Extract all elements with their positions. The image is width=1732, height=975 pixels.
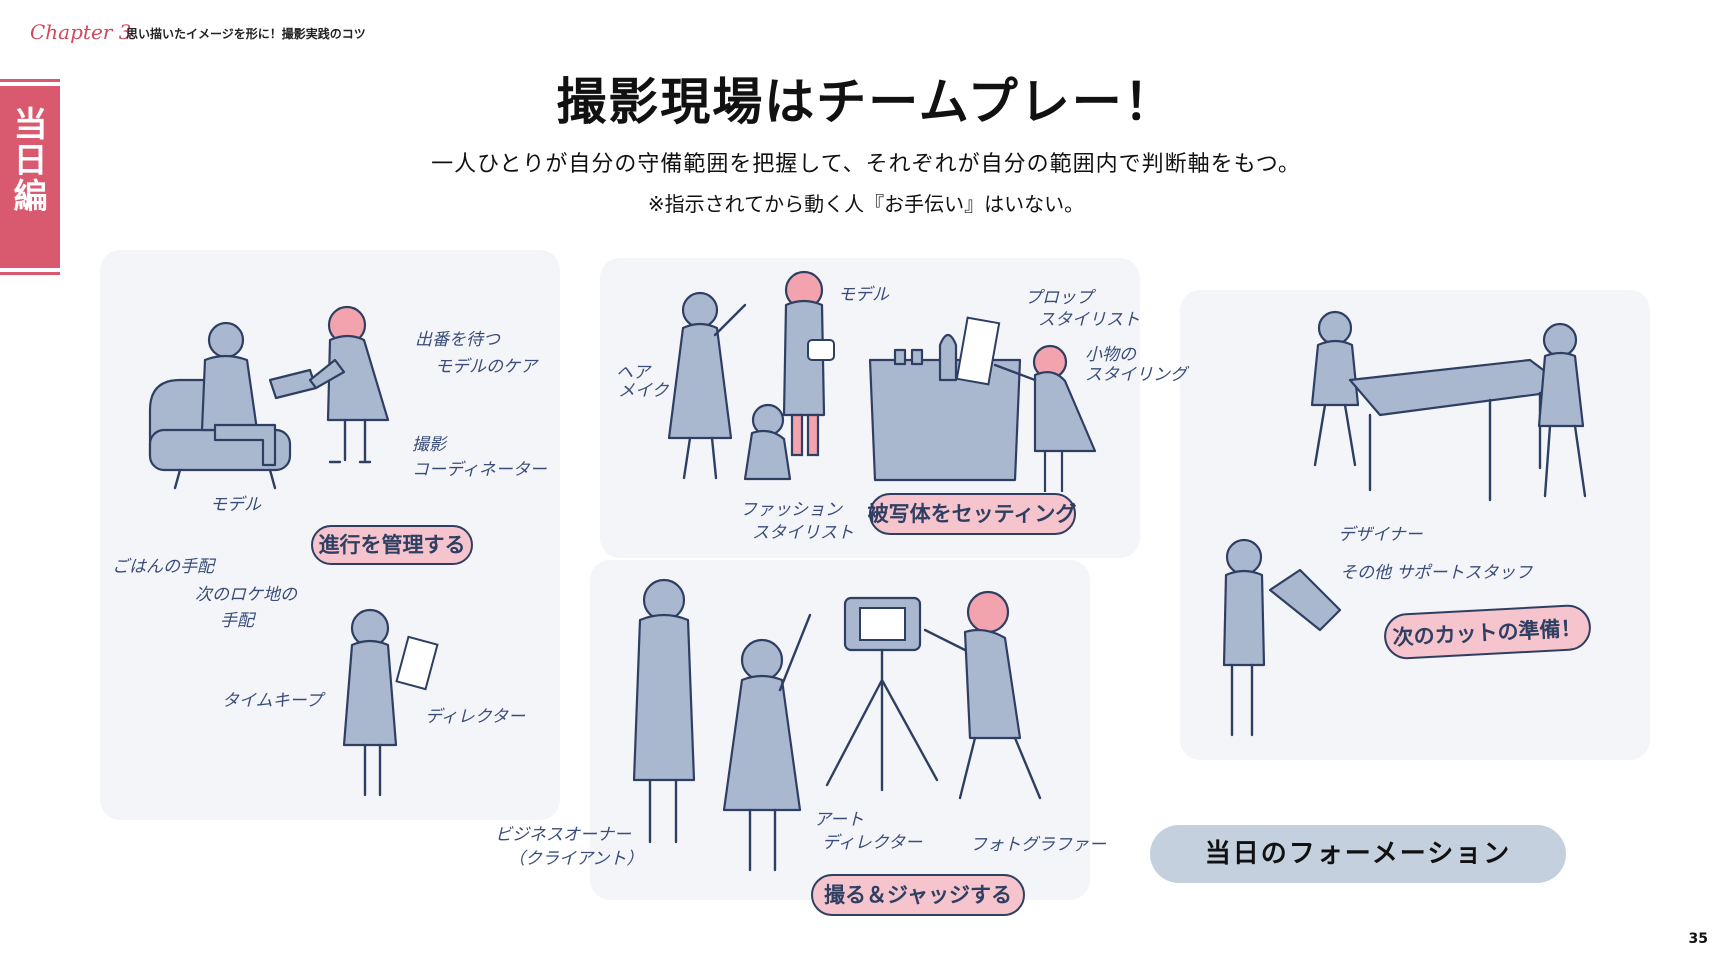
note-next-location-2: 手配 — [220, 611, 257, 631]
note-art-director-1: アート — [814, 810, 864, 830]
fashion-stylist-figure — [743, 403, 792, 481]
note-timekeep: タイムキープ — [222, 691, 327, 711]
note-model-center: モデル — [838, 285, 890, 305]
support-staff-figure — [1222, 538, 1342, 737]
svg-text:進行を管理する: 進行を管理する — [319, 533, 466, 557]
coordinator-figure — [308, 305, 390, 464]
prop-stylist-figure — [993, 344, 1097, 492]
note-support: その他 サポートスタッフ — [1340, 563, 1533, 583]
pill-prepare: 次のカットの準備！ — [1384, 604, 1591, 660]
note-wait-care-2: モデルのケア — [435, 357, 539, 377]
art-director-figure — [722, 613, 812, 872]
note-photographer: フォトグラファー — [970, 835, 1107, 855]
svg-text:撮る＆ジャッジする: 撮る＆ジャッジする — [824, 883, 1012, 907]
note-small-props-1: 小物の — [1085, 345, 1137, 365]
prop-table — [868, 316, 1022, 482]
section-tab: 当日編 — [0, 82, 60, 272]
lead-note: ※指示されてから動く人『お手伝い』はいない。 — [647, 192, 1085, 216]
note-coordinator-2: コーディネーター — [412, 460, 548, 480]
group-bg-subject — [600, 258, 1140, 558]
note-fashion-2: スタイリスト — [752, 523, 854, 543]
chapter-title: 思い描いたイメージを形に！撮影実践のコツ — [126, 27, 366, 41]
section-tab-label: 当日編 — [7, 106, 47, 214]
table-carriers — [1310, 310, 1587, 502]
photographer-figure — [923, 590, 1042, 800]
note-hair-1: ヘア — [616, 363, 652, 383]
pill-shoot: 撮る＆ジャッジする — [811, 874, 1025, 916]
note-meal: ごはんの手配 — [112, 557, 217, 577]
director-figure — [342, 608, 439, 797]
chapter-label: Chapter 3 — [30, 20, 132, 44]
note-coordinator-1: 撮影 — [412, 435, 448, 455]
note-art-director-2: ディレクター — [822, 833, 923, 853]
note-prop-1: プロップ — [1025, 288, 1097, 308]
page-title: 撮影現場はチームプレー！ — [556, 73, 1176, 131]
note-prop-2: スタイリスト — [1038, 310, 1140, 330]
note-next-location-1: 次のロケ地の — [195, 585, 298, 605]
note-business-owner-2: （クライアント） — [508, 849, 643, 869]
pill-subject: 被写体をセッティング — [868, 493, 1077, 535]
note-business-owner-1: ビジネスオーナー — [495, 825, 632, 845]
page-number: 35 — [1688, 931, 1708, 947]
note-designer: デザイナー — [1338, 525, 1424, 545]
note-wait-care-1: 出番を待つ — [415, 330, 501, 350]
hair-stylist-figure — [667, 291, 747, 480]
model-standing-figure — [782, 270, 835, 457]
formation-badge: 当日のフォーメーション — [1150, 825, 1566, 883]
svg-text:被写体をセッティング: 被写体をセッティング — [868, 502, 1077, 526]
note-director: ディレクター — [425, 707, 526, 727]
camera-tripod — [825, 596, 939, 792]
pill-progress: 進行を管理する — [311, 525, 473, 565]
business-owner-figure — [632, 578, 696, 844]
note-hair-2: メイク — [618, 381, 670, 401]
note-small-props-2: スタイリング — [1085, 365, 1190, 385]
sofa-model-figure — [148, 321, 318, 490]
note-fashion-1: ファッション — [740, 500, 843, 520]
note-model-left: モデル — [210, 495, 262, 515]
lead-text: 一人ひとりが自分の守備範囲を把握して、それぞれが自分の範囲内で判断軸をもつ。 — [431, 152, 1301, 177]
